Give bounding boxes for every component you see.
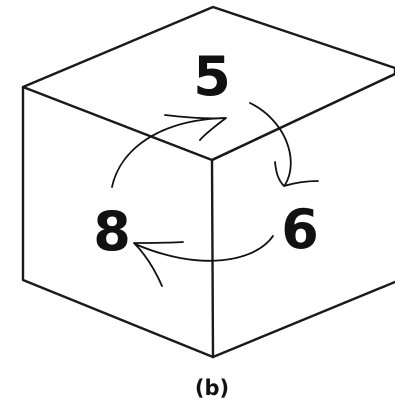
arrow-top-to-right [249, 102, 292, 186]
arrowhead-right [274, 161, 319, 187]
cube-outline [21, 5, 395, 359]
cube-left-face [21, 85, 215, 359]
top-face-number: 5 [193, 45, 231, 108]
arrow-left-to-top [111, 117, 226, 188]
cube-right-face [210, 72, 395, 359]
arrowhead-top [164, 114, 227, 141]
figure-caption: (b) [195, 376, 229, 400]
rotation-arrows [111, 102, 319, 287]
cube-top-face [21, 5, 395, 162]
arrow-right-to-left [134, 235, 274, 262]
right-face-number: 6 [281, 198, 319, 261]
left-face-number: 8 [93, 200, 131, 263]
arrowhead-left [133, 241, 184, 287]
